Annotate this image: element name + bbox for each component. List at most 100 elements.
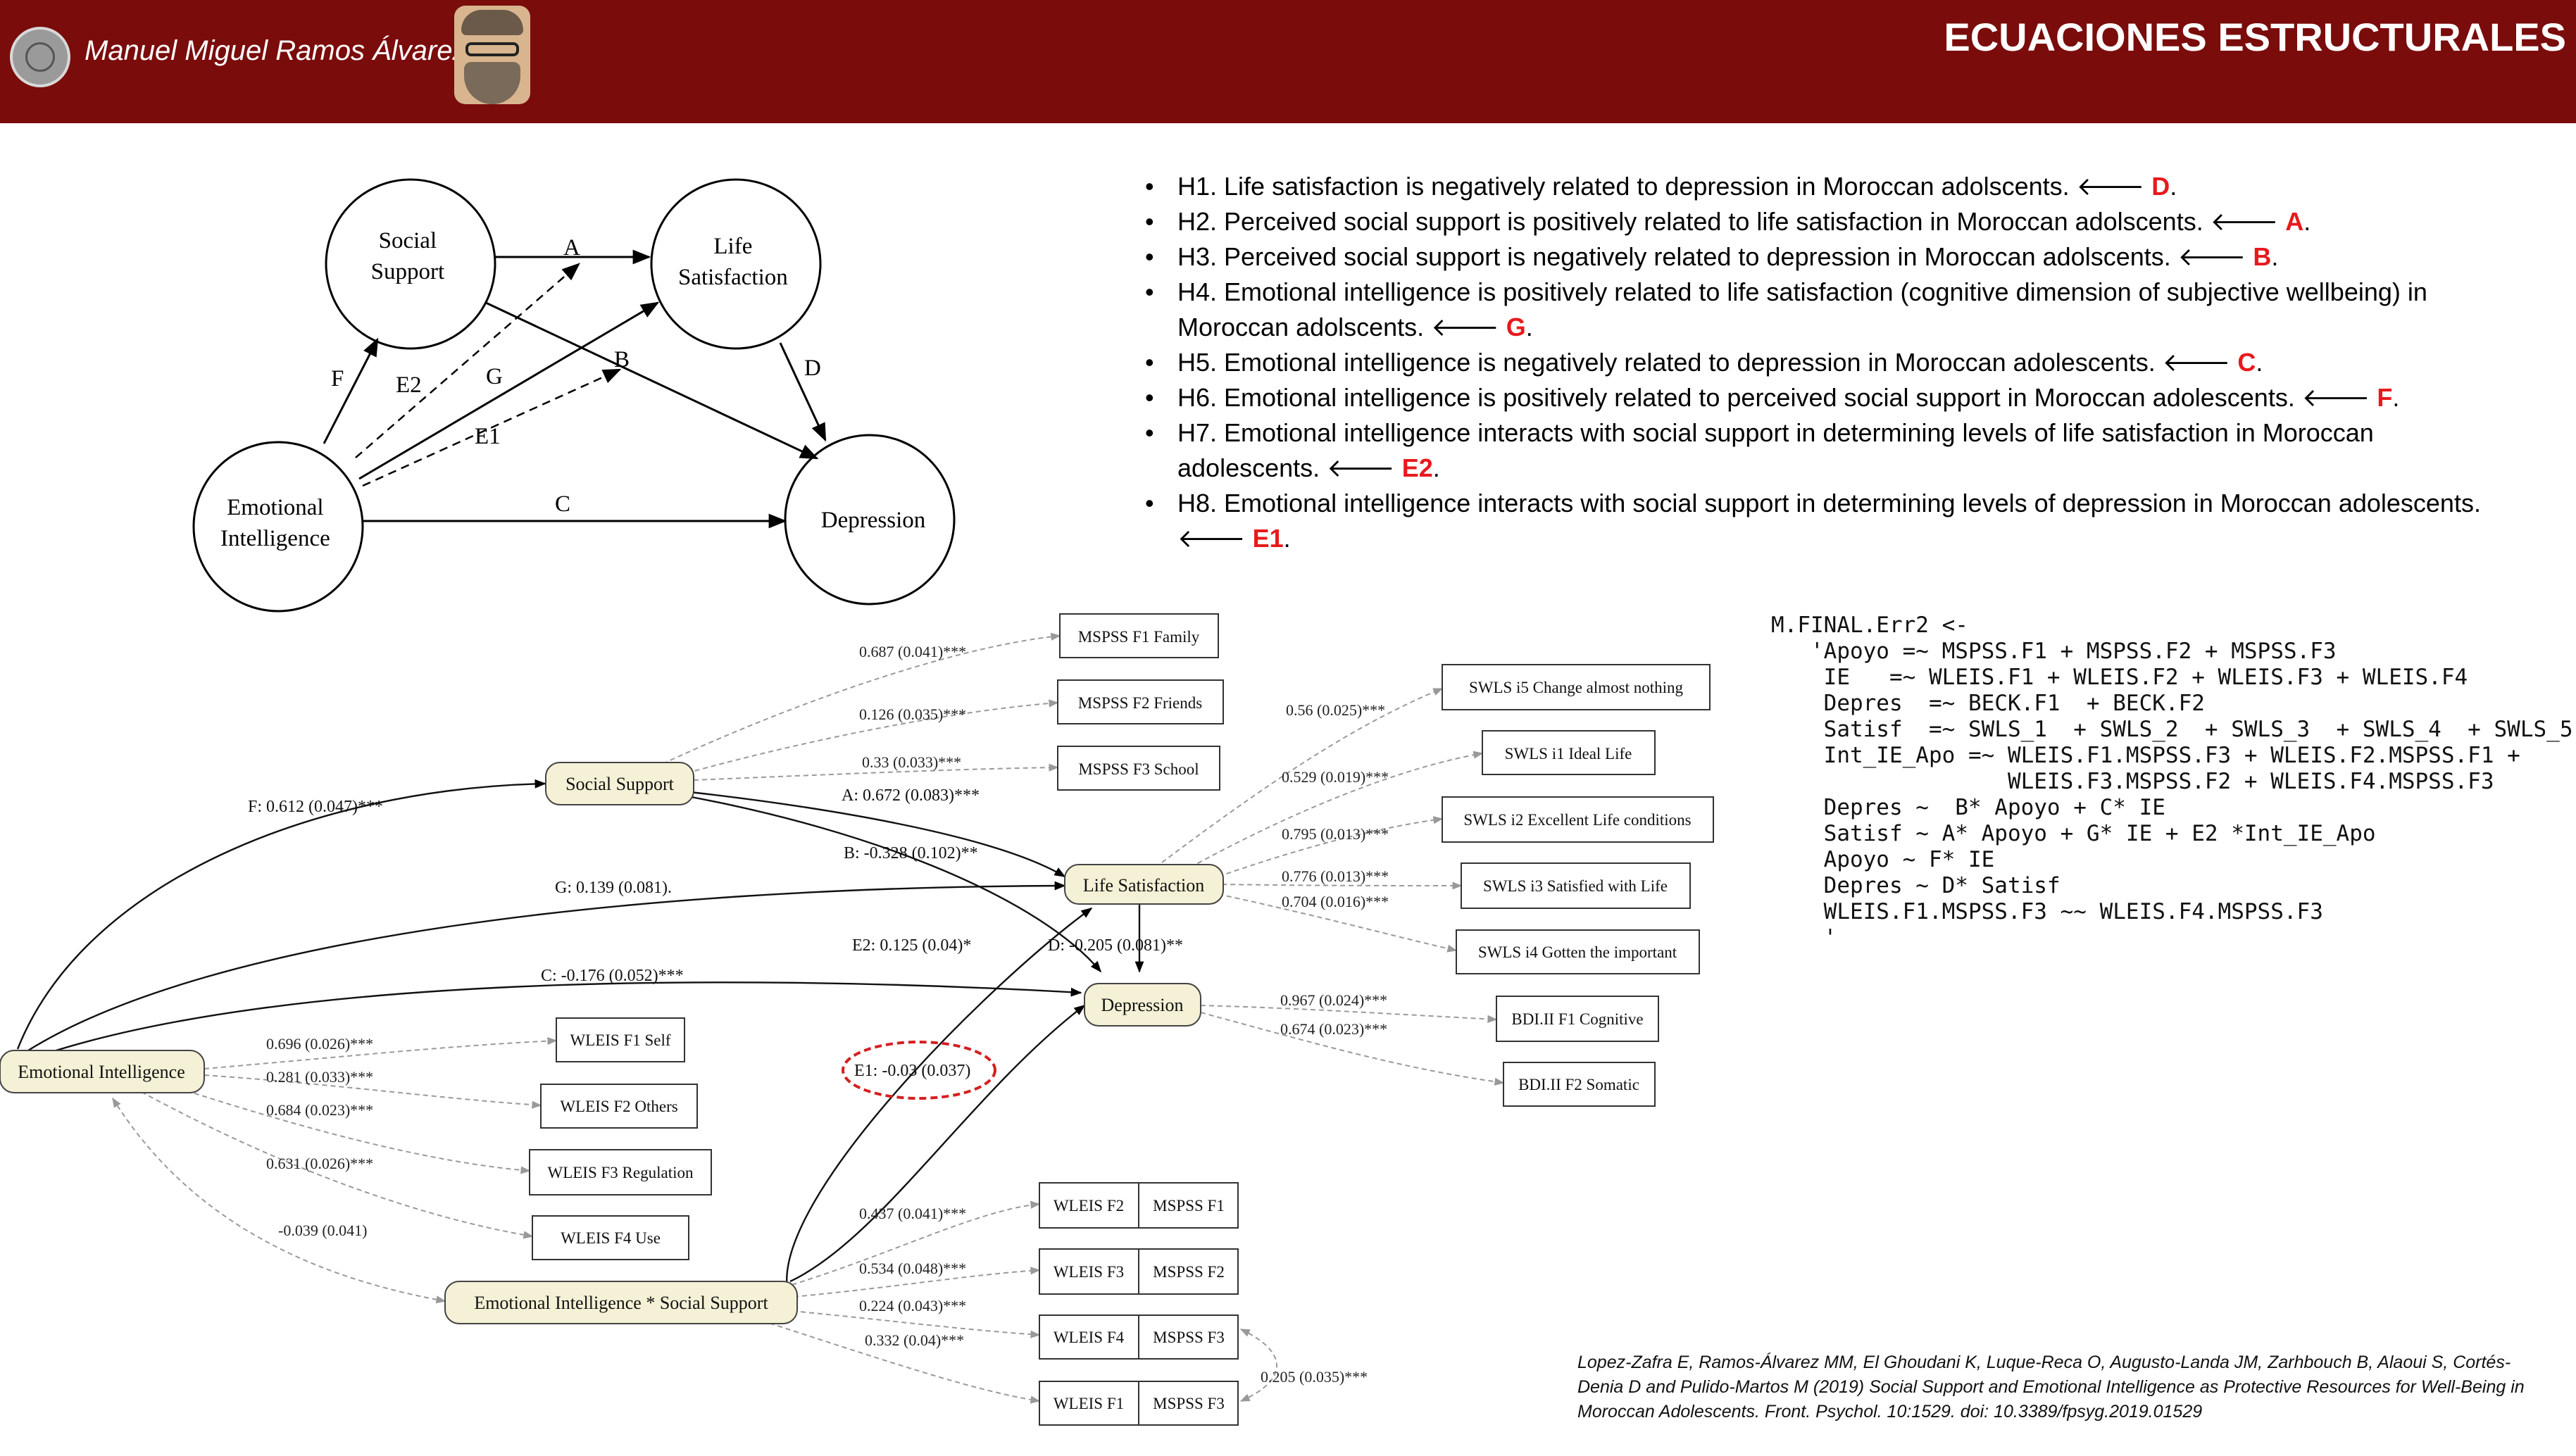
indicator-label-swls-i4: SWLS i4 Gotten the important bbox=[1478, 943, 1677, 961]
path-estimate-e2: E2: 0.125 (0.04)* bbox=[852, 936, 971, 955]
hypothesis-text: H7. Emotional intelligence interacts wit… bbox=[1177, 418, 2374, 482]
code-line: 'Apoyo =~ MSPSS.F1 + MSPSS.F2 + MSPSS.F3 bbox=[1771, 639, 2337, 664]
svg-text:A B D F G: A B D F G C E2 E1 bbox=[331, 235, 827, 517]
path-label-f: F bbox=[331, 366, 344, 391]
edge-int-wleis-f1 bbox=[753, 1317, 1041, 1404]
latent-label-life-satisfaction: Life Satisfaction bbox=[1083, 875, 1205, 896]
indicator-swls-i1 bbox=[1482, 730, 1656, 775]
loading-residual-covariance: 0.205 (0.035)*** bbox=[1261, 1368, 1368, 1386]
indicator-wleis-f2 bbox=[540, 1084, 698, 1129]
sem-estimates-diagram: Social Support Life Satisfaction Depress… bbox=[0, 613, 1714, 1426]
indicator-label-wleis-f2: WLEIS F2 Others bbox=[560, 1098, 677, 1115]
indicator-label-wleis-f3: WLEIS F3 Regulation bbox=[548, 1164, 694, 1181]
indicator-label-swls-i3: SWLS i3 Satisfied with Life bbox=[1483, 877, 1668, 895]
hypothesis-path-letter: A bbox=[2285, 207, 2304, 236]
latent-label-depression: Depression bbox=[1101, 995, 1184, 1015]
node-label-social-2: Support bbox=[371, 259, 445, 284]
code-line: Satisf =~ SWLS_1 + SWLS_2 + SWLS_3 + SWL… bbox=[1771, 717, 2573, 742]
latent-label-social-support: Social Support bbox=[565, 774, 675, 794]
loading-bdi-f1: 0.967 (0.024)*** bbox=[1280, 991, 1387, 1009]
hypothesis-path-letter: F bbox=[2377, 383, 2393, 412]
path-estimate-c: C: -0.176 (0.052)*** bbox=[541, 967, 684, 985]
left-arrow-icon: 🡐 bbox=[2210, 207, 2279, 236]
path-label-e2: E2 bbox=[396, 372, 422, 398]
loading-wleis-f4: 0.631 (0.026)*** bbox=[266, 1155, 373, 1172]
indicator-label-swls-i1: SWLS i1 Ideal Life bbox=[1505, 745, 1632, 762]
edge-dep-bdi-f1 bbox=[1200, 1005, 1498, 1023]
left-arrow-icon: 🡐 bbox=[2162, 348, 2231, 377]
loading-wleis-f3: 0.684 (0.023)*** bbox=[266, 1101, 373, 1119]
edge-residual-covariance bbox=[1239, 1329, 1277, 1402]
code-line: ' bbox=[1771, 925, 1837, 950]
edge-ei-wleis-f2 bbox=[204, 1074, 542, 1109]
latent-social-support bbox=[545, 762, 694, 805]
left-arrow-icon: 🡐 bbox=[1177, 524, 1246, 553]
loading-wleis-f1: 0.696 (0.026)*** bbox=[266, 1035, 373, 1053]
indicator-bdi-f2 bbox=[1503, 1062, 1656, 1107]
edge-ss-mspss-f2 bbox=[686, 699, 1059, 774]
latent-depression bbox=[1084, 983, 1201, 1027]
author-name: Manuel Miguel Ramos Álvarez-2 bbox=[85, 35, 492, 66]
edge-path-a bbox=[689, 791, 1066, 878]
hypothesis-text: H4. Emotional intelligence is positively… bbox=[1177, 277, 2427, 341]
latent-label-interaction: Emotional Intelligence * Social Support bbox=[474, 1293, 768, 1313]
edge-path-e2 bbox=[786, 908, 1093, 1289]
hypothesis-path-letter: C bbox=[2237, 348, 2256, 377]
indicator-label-mspss-f3: MSPSS F3 School bbox=[1078, 760, 1199, 778]
code-line: Apoyo ~ F* IE bbox=[1771, 847, 1995, 872]
indicator-swls-i3 bbox=[1461, 862, 1691, 909]
indicator-wleis-f3 bbox=[529, 1149, 712, 1195]
loading-mspss-f2: 0.126 (0.035)*** bbox=[859, 705, 966, 723]
hypotheses-list: H1. Life satisfaction is negatively rela… bbox=[1141, 169, 2514, 556]
edge-path-b bbox=[675, 793, 1102, 973]
code-line: Satisf ~ A* Apoyo + G* IE + E2 *Int_IE_A… bbox=[1771, 821, 2376, 846]
university-seal-icon bbox=[10, 27, 70, 87]
path-arrow-d bbox=[779, 342, 827, 442]
path-arrow-e1 bbox=[362, 368, 622, 487]
hypothesis-item: H3. Perceived social support is negative… bbox=[1141, 239, 2514, 275]
path-estimate-f: F: 0.612 (0.047)*** bbox=[248, 798, 383, 816]
indicator-label-bdi-f1: BDI.II F1 Cognitive bbox=[1511, 1010, 1643, 1028]
loading-swls-i5: 0.56 (0.025)*** bbox=[1286, 701, 1385, 719]
indicator-label-int-3a: WLEIS F4 bbox=[1053, 1329, 1125, 1346]
hypothesis-item: H1. Life satisfaction is negatively rela… bbox=[1141, 169, 2514, 204]
slide-title: ECUACIONES ESTRUCTURALES bbox=[1944, 15, 2566, 59]
node-social-support bbox=[325, 178, 496, 350]
path-label-d: D bbox=[804, 356, 821, 381]
header-bar: Manuel Miguel Ramos Álvarez-2 ECUACIONES… bbox=[0, 0, 2576, 123]
hypothesis-text: H1. Life satisfaction is negatively rela… bbox=[1177, 172, 2070, 201]
conceptual-model-diagram: Social Support Life Satisfaction Emotion… bbox=[192, 178, 956, 613]
indicator-label-int-4b: MSPSS F3 bbox=[1153, 1395, 1225, 1412]
loading-int-4: 0.332 (0.04)*** bbox=[865, 1331, 964, 1349]
edge-ls-swls-i3 bbox=[1221, 881, 1463, 890]
left-arrow-icon: 🡐 bbox=[1431, 313, 1499, 341]
path-estimate-d: D: -0.205 (0.081)** bbox=[1048, 936, 1183, 955]
node-life-satisfaction bbox=[650, 178, 822, 350]
edge-int-wleis-f4 bbox=[792, 1310, 1041, 1338]
latent-interaction bbox=[444, 1281, 798, 1324]
path-arrow-f bbox=[323, 337, 379, 444]
code-line: Int_IE_Apo =~ WLEIS.F1.MSPSS.F3 + WLEIS.… bbox=[1771, 743, 2520, 768]
indicator-label-swls-i5: SWLS i5 Change almost nothing bbox=[1469, 679, 1684, 696]
path-arrow-g bbox=[358, 301, 660, 480]
hypothesis-path-letter: G bbox=[1506, 313, 1526, 341]
loading-int-1: 0.437 (0.041)*** bbox=[859, 1205, 966, 1222]
node-label-ei-1: Emotional bbox=[227, 495, 323, 520]
edge-ei-wleis-f3 bbox=[161, 1082, 531, 1174]
indicator-label-bdi-f2: BDI.II F2 Somatic bbox=[1518, 1076, 1639, 1093]
indicator-label-swls-i2: SWLS i2 Excellent Life conditions bbox=[1463, 811, 1691, 829]
indicator-label-mspss-f1: MSPSS F1 Family bbox=[1078, 628, 1200, 646]
edge-int-wleis-f2 bbox=[767, 1200, 1041, 1293]
path-arrow-b bbox=[485, 301, 819, 460]
code-line: WLEIS.F3.MSPSS.F2 + WLEIS.F4.MSPSS.F3 bbox=[1771, 769, 2494, 794]
left-arrow-icon: 🡐 bbox=[2177, 242, 2246, 271]
indicator-label-int-2b: MSPSS F2 bbox=[1153, 1263, 1225, 1281]
latent-label-emotional-intelligence: Emotional Intelligence bbox=[18, 1062, 185, 1082]
hypothesis-item: H8. Emotional intelligence interacts wit… bbox=[1141, 486, 2514, 556]
indicator-label-int-1a: WLEIS F2 bbox=[1053, 1197, 1124, 1215]
code-line: Depres ~ D* Satisf bbox=[1771, 873, 2061, 898]
edge-ls-swls-i5 bbox=[1161, 688, 1444, 863]
indicator-swls-i2 bbox=[1442, 796, 1714, 843]
edge-dep-bdi-f2 bbox=[1200, 1012, 1505, 1086]
edge-path-e1 bbox=[789, 1005, 1086, 1283]
